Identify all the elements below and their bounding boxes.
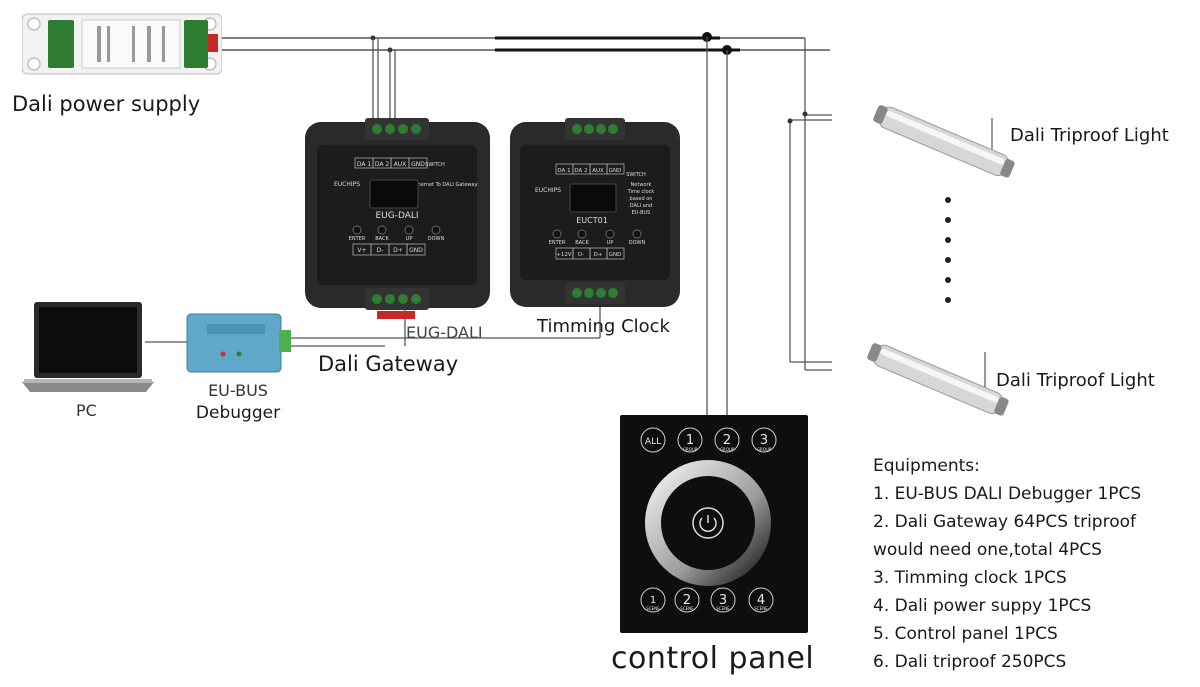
- timer-terminal-label: DA 2: [574, 168, 587, 174]
- gateway-terminal-label: DA 1: [357, 161, 372, 168]
- timer-switch-label: SWITCH: [626, 172, 646, 178]
- gateway-terminal-label: AUX: [394, 161, 407, 168]
- timer-description-line: EU-BUS: [632, 210, 651, 216]
- panel-scene-sub-label: SCENE: [754, 606, 768, 611]
- timer-label: Timming Clock: [537, 316, 670, 337]
- gateway-description: Ethernet To DALI Gateway: [412, 182, 477, 188]
- panel-group-sub-label: GROUP: [720, 447, 735, 452]
- gateway-button-label: ENTER: [349, 236, 366, 242]
- equipment-item: 4. Dali power suppy 1PCS: [873, 596, 1092, 616]
- gateway-terminal-label: DA 2: [375, 161, 390, 168]
- timer-bus-terminal-label: GND: [609, 252, 622, 258]
- timer-button-label: UP: [607, 240, 614, 246]
- timer-description-line: Network: [631, 182, 652, 188]
- equipment-item: 3. Timming clock 1PCS: [873, 568, 1067, 588]
- panel-group-button-label: 2: [723, 433, 731, 448]
- gateway-bus-terminal-label: GND: [409, 247, 423, 254]
- panel-group-sub-label: GROUP: [757, 447, 772, 452]
- equipment-item: 5. Control panel 1PCS: [873, 624, 1058, 644]
- debugger-device: [186, 313, 291, 373]
- timer-description-line: DALI and: [630, 203, 652, 209]
- gateway-bus-terminal-label: V+: [357, 247, 366, 254]
- gateway-brand-label: EUCHIPS: [334, 181, 360, 188]
- timer-terminal-label: DA 1: [557, 168, 570, 174]
- gateway-label: Dali Gateway: [318, 352, 459, 376]
- power-supply-device: [22, 13, 222, 75]
- timer-bus-terminal-label: +12V: [556, 252, 572, 258]
- panel-group-button-label: ALL: [645, 437, 661, 447]
- gateway-bus-terminal-label: D-: [377, 247, 384, 254]
- timer-description-line: Time clock: [627, 189, 655, 195]
- panel-scene-button-label: 1: [650, 595, 656, 606]
- debugger-label-line1: EU-BUS: [208, 381, 268, 400]
- equipment-title: Equipments:: [873, 456, 980, 476]
- gateway-button-label: UP: [406, 236, 413, 242]
- equipment-list: Equipments: 1. EU-BUS DALI Debugger 1PCS…: [873, 452, 1141, 676]
- gateway-button-label: BACK: [375, 236, 389, 242]
- panel-scene-sub-label: SCENE: [680, 606, 694, 611]
- timer-bus-terminal-label: D+: [594, 252, 603, 258]
- timer-terminal-label: GND: [609, 168, 622, 174]
- equipment-item: 2. Dali Gateway 64PCS triproof: [873, 512, 1137, 532]
- control-panel-device: ALL 1 2 3 GROUP GROUP GROUP 1 2 3 4 SCEN…: [620, 415, 808, 633]
- debugger-label-line2: Debugger: [195, 403, 281, 423]
- gateway-button-label: DOWN: [428, 236, 445, 242]
- light-top-label: Dali Triproof Light: [1010, 125, 1169, 146]
- timer-device: DA 1 DA 2 AUX GND SWITCH EUCHIPS NetworkTi…: [510, 118, 680, 307]
- timer-brand-label: EUCHIPS: [535, 187, 561, 194]
- gateway-model-text: EUG-DALI: [375, 211, 418, 221]
- timer-terminal-label: AUX: [592, 168, 604, 174]
- panel-scene-button-label: 4: [757, 593, 765, 608]
- light-bottom-label: Dali Triproof Light: [996, 370, 1155, 391]
- panel-scene-sub-label: SCENE: [716, 606, 730, 611]
- equipment-item: would need one,total 4PCS: [873, 540, 1102, 560]
- gateway-switch-label: SWITCH: [425, 162, 445, 168]
- pc-laptop-icon: [22, 302, 154, 392]
- panel-group-button-label: 3: [760, 433, 768, 448]
- gateway-bus-terminal-label: D+: [393, 247, 403, 254]
- power-supply-label: Dali power supply: [12, 92, 201, 116]
- debugger-label: EU-BUS Debugger: [188, 380, 288, 424]
- timer-bus-terminal-label: D-: [578, 252, 584, 258]
- equipment-item: 6. Dali triproof 250PCS: [873, 652, 1067, 672]
- panel-scene-sub-label: SCENE: [646, 606, 660, 611]
- control-panel-label: control panel: [611, 641, 815, 676]
- gateway-model-label: EUG-DALI: [406, 323, 483, 342]
- panel-scene-button-label: 2: [683, 593, 691, 608]
- timer-description-line: based on: [630, 196, 653, 202]
- panel-scene-button-label: 3: [719, 593, 727, 608]
- pc-label: PC: [76, 401, 97, 420]
- timer-button-label: BACK: [575, 240, 589, 246]
- triproof-light-bottom: [867, 343, 1009, 416]
- timer-button-label: DOWN: [629, 240, 646, 246]
- panel-group-button-label: 1: [686, 433, 694, 448]
- equipment-item: 1. EU-BUS DALI Debugger 1PCS: [873, 484, 1142, 504]
- panel-group-sub-label: GROUP: [683, 447, 698, 452]
- timer-model-text: EUCT01: [576, 216, 608, 225]
- triproof-light-top: [873, 105, 1015, 178]
- timer-button-label: ENTER: [549, 240, 566, 246]
- ellipsis-dots: [945, 197, 951, 303]
- gateway-terminal-label: GND: [411, 161, 425, 168]
